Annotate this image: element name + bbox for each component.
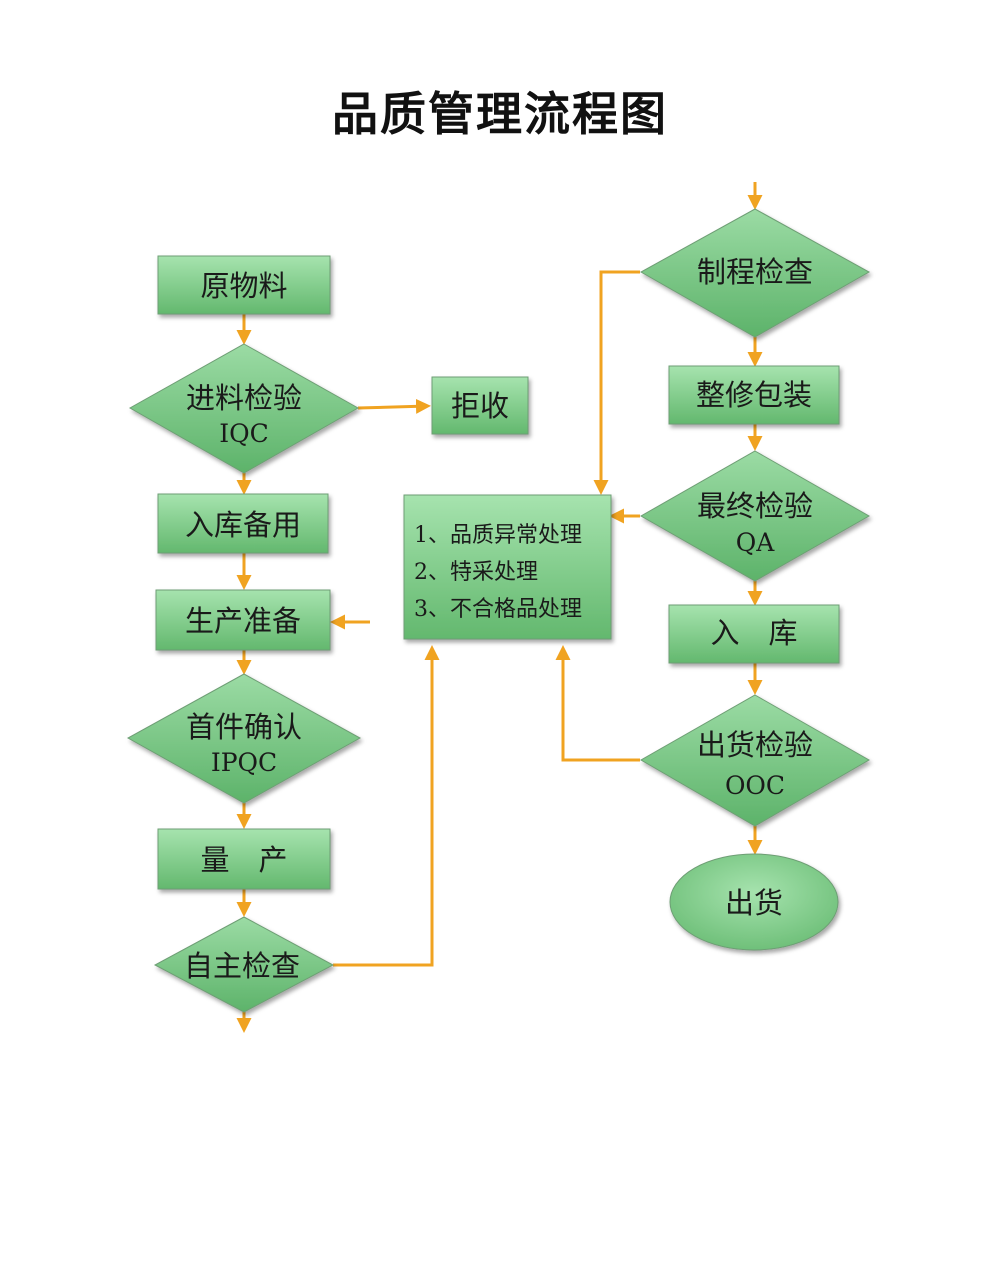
node-warehousing-label: 入 库: [710, 616, 797, 650]
node-ooc-label: 出货检验: [697, 728, 813, 762]
node-shipping: 出货: [669, 853, 839, 951]
node-process-inspection: 制程检查: [639, 208, 871, 338]
node-reject-label: 拒收: [451, 389, 509, 423]
arrow-ooc-to-handling: [555, 645, 640, 762]
node-reject: 拒收: [431, 376, 529, 435]
node-ipqc-code: IPQC: [211, 748, 277, 777]
node-ipqc: 首件确认 IPQC: [126, 673, 362, 804]
node-self-inspection: 自主检查: [153, 916, 335, 1013]
node-ooc: 出货检验 OOC: [639, 694, 871, 827]
arrow-iqc-to-reject: [357, 398, 431, 414]
node-raw-material: 原物料: [157, 255, 331, 315]
page-title: 品质管理流程图: [332, 87, 668, 141]
node-storage-standby-label: 入库备用: [185, 508, 301, 542]
node-process-inspection-label: 制程检查: [697, 255, 813, 289]
arrow-self-to-handling: [333, 645, 440, 967]
node-iqc-label: 进料检验: [186, 381, 302, 415]
node-mass-production: 量 产: [157, 828, 331, 890]
node-repair-packaging: 整修包装: [668, 365, 840, 425]
node-production-prep-label: 生产准备: [185, 604, 301, 638]
connectors: [236, 182, 763, 1033]
node-qa: 最终检验 QA: [639, 450, 871, 582]
node-repair-packaging-label: 整修包装: [696, 378, 812, 412]
node-storage-standby: 入库备用: [157, 493, 329, 554]
node-iqc-code: IQC: [219, 419, 269, 448]
node-ipqc-label: 首件确认: [186, 710, 302, 744]
arrow-process-to-handling: [593, 270, 640, 495]
node-shipping-label: 出货: [725, 886, 783, 920]
node-warehousing: 入 库: [668, 604, 840, 664]
node-ooc-code: OOC: [725, 771, 785, 800]
node-raw-material-label: 原物料: [200, 269, 287, 303]
node-iqc: 进料检验 IQC: [128, 343, 360, 474]
node-qa-label: 最终检验: [697, 489, 813, 523]
node-production-prep: 生产准备: [155, 589, 331, 651]
node-qa-code: QA: [736, 528, 775, 557]
node-mass-production-label: 量 产: [200, 843, 287, 877]
node-handling: 1、品质异常处理 2、特采处理 3、不合格品处理: [403, 494, 612, 640]
handling-item-3: 3、不合格品处理: [414, 597, 582, 622]
node-self-inspection-label: 自主检查: [184, 949, 300, 983]
handling-item-1: 1、品质异常处理: [414, 523, 582, 548]
handling-item-2: 2、特采处理: [414, 560, 538, 585]
